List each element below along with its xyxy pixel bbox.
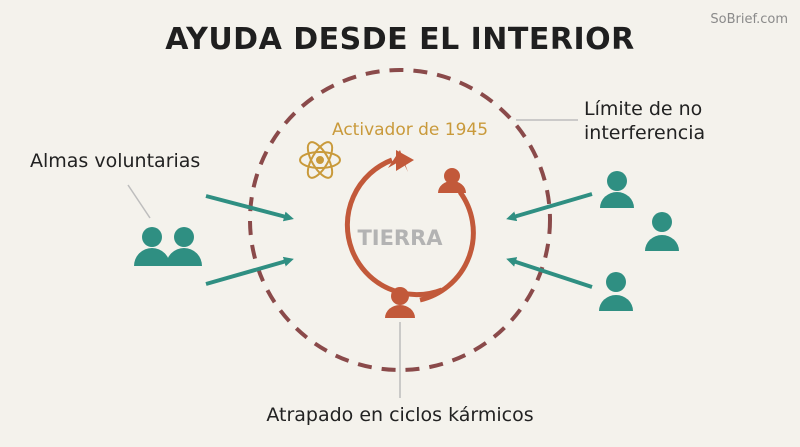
person-icon	[600, 171, 634, 208]
page-title: AYUDA DESDE EL INTERIOR	[165, 22, 635, 57]
person-icon	[438, 168, 466, 193]
earth-label: TIERRA	[357, 226, 443, 250]
arrow-icon	[506, 192, 593, 222]
activator-label: Activador de 1945	[332, 120, 489, 140]
brand-watermark: SoBrief.com	[710, 12, 788, 27]
person-icon	[385, 287, 415, 318]
karmic-cycle-arc	[344, 157, 443, 298]
person-icon	[645, 212, 679, 251]
cycle-arrow-icon	[396, 150, 414, 171]
non-interference-boundary	[248, 68, 552, 372]
person-icon	[166, 227, 202, 266]
karmic-cycle-arc-right	[419, 190, 476, 303]
arrow-icon	[205, 194, 294, 222]
arrow-icon	[506, 257, 593, 289]
person-icon	[599, 272, 633, 311]
leader-line-volunteers	[127, 184, 151, 219]
boundary-label-line2: interferencia	[584, 121, 706, 144]
atom-icon	[299, 141, 341, 179]
voluntary-souls-label: Almas voluntarias	[30, 150, 201, 172]
arrow-icon	[205, 256, 294, 286]
person-icon	[134, 227, 170, 266]
boundary-label: Límite de no interferencia	[584, 98, 705, 146]
trapped-label: Atrapado en ciclos kármicos	[266, 404, 534, 426]
boundary-label-line1: Límite de no	[584, 98, 703, 120]
